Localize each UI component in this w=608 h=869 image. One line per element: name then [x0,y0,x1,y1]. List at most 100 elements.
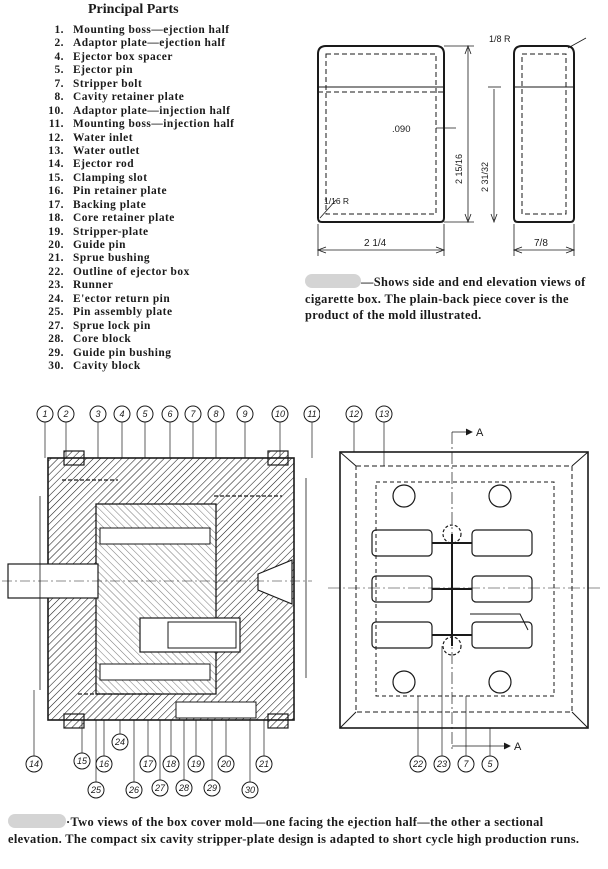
part-label: Mounting boss—ejection half [73,24,230,36]
dim-inner-height: 2 31/32 [480,162,490,192]
dim-090: .090 [392,124,411,135]
part-item: 2.Adaptor plate—ejection half [20,37,290,50]
callout-label: 1 [42,409,47,419]
part-item: 29.Guide pin bushing [20,347,290,360]
part-label: Adaptor plate—ejection half [73,37,226,50]
callout-circle [113,405,131,423]
part-label: Core block [73,333,132,346]
callout-circle [73,752,91,770]
callout-circle [187,755,205,773]
part-label: Water outlet [73,144,140,157]
callout-circle [136,405,154,423]
callout-circle [25,755,43,773]
dim-depth: 7/8 [534,238,548,249]
redacted-figure-number [305,274,361,288]
part-label: Sprue lock pin [73,319,151,332]
part-label: Ejector pin [73,64,134,77]
section-marker-a-top: A [476,427,484,439]
callout-circle [175,779,193,797]
part-label: Stripper bolt [73,77,143,90]
part-item: 30. Cavity block [20,360,290,373]
part-number: 5. [54,64,64,77]
part-number: 13. [48,144,64,157]
part-item: 23.Runner [20,279,290,292]
callout-circle [151,779,169,797]
dim-eighth-r: 1/8 R [489,34,511,44]
callout-label: 13 [379,409,389,419]
callout-label: 26 [128,785,139,795]
part-number: 20. [48,239,64,251]
part-number: 12. [48,131,64,144]
callout-circle [139,755,157,773]
callout-label: 12 [349,409,359,419]
callout-circle [207,405,225,423]
callout-label: 2 [62,409,68,419]
box-elevation-caption: —Shows side and end elevation views of c… [305,274,586,323]
part-item: 14.Ejector rod [20,158,290,171]
plan-view-body [328,428,602,750]
part-label: Ejector box spacer [73,50,173,63]
part-number: 24. [48,292,64,305]
part-number: 14. [48,158,64,171]
callout-label: 9 [242,409,247,419]
part-label: Mounting boss—injection half [73,118,235,131]
callout-label: 6 [167,409,172,419]
part-number: 23. [48,279,64,292]
part-item: 24. E'ector return pin [20,293,290,306]
part-number: 30. [48,359,64,372]
part-label: Stripper-plate [73,225,149,238]
part-item: 20.Guide pin [20,239,290,252]
part-number: 15. [48,171,64,184]
callout-circle [236,405,254,423]
callout-circle [184,405,202,423]
part-label: Adaptor plate—injection half [73,104,231,117]
mold-section-body [2,450,312,729]
part-item: 17.Backing plate [20,199,290,212]
part-item: 28.Core block [20,333,290,346]
part-label: Core retainer plate [73,212,175,225]
callout-label: 23 [436,759,447,769]
callout-circle [255,755,273,773]
callout-circle [162,755,180,773]
part-number: 27. [48,319,64,332]
callout-label: 21 [258,759,269,769]
redacted-figure-number [8,814,66,828]
callout-circle [457,755,475,773]
part-label: E'ector return pin [73,292,171,305]
part-number: 8. [54,91,64,104]
part-number: 17. [48,198,64,211]
part-label: Pin assembly plate [73,306,173,319]
part-item: 11.Mounting boss—injection half [20,118,290,131]
callout-label: 22 [412,759,423,769]
callout-circle [303,405,320,423]
callout-label: 27 [154,783,166,793]
part-item: 10.Adaptor plate—injection half [20,105,290,118]
callout-label: 3 [95,409,100,419]
callout-label: 17 [143,759,154,769]
part-item: 12.Water inlet [20,132,290,145]
callout-label: 15 [77,756,88,766]
mold-views-caption: ·Two views of the box cover mold—one fac… [8,814,580,846]
callout-label: 7 [463,759,469,769]
callout-label: 20 [220,759,231,769]
callout-label: 14 [29,759,39,769]
part-item: 18.Core retainer plate [20,212,290,225]
part-label: Cavity block [73,359,141,372]
callout-circle [161,405,179,423]
principal-parts-title: Principal Parts [88,2,179,17]
callout-label: 7 [190,409,196,419]
callout-circle [433,755,451,773]
part-item: 4.Ejector box spacer [20,51,290,64]
dim-height: 2 15/16 [454,154,464,184]
part-item: 1.Mounting boss—ejection half [20,24,290,37]
end-elevation [512,37,587,256]
dim-sixteenth-r: 1/16 R [324,196,349,206]
part-item: 7.Stripper bolt [20,78,290,91]
callout-circle [87,781,105,799]
box-elevation-drawing: 1/8 R .090 1/16 R 2 15/16 2 31/32 2 1/4 … [316,34,587,256]
part-label: Sprue bushing [73,252,151,265]
